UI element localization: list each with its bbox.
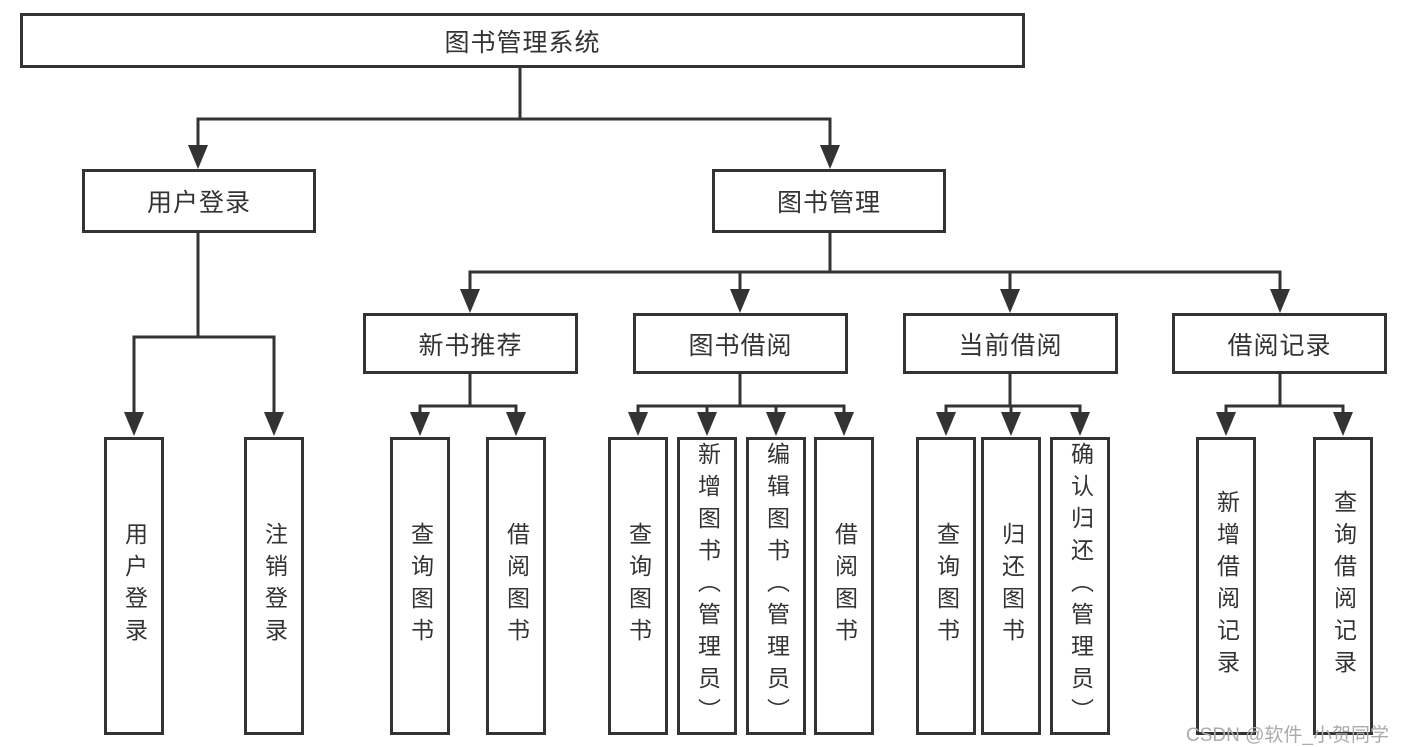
leaf-bb-edit-books-admin: 编辑图书（管理员）	[746, 437, 806, 735]
leaf-cb-return-books: 归还图书	[981, 437, 1041, 735]
node-current-borrow-label: 当前借阅	[958, 331, 1063, 360]
node-new-book-recommend: 新书推荐	[363, 313, 578, 374]
csdn-watermark: CSDN @软件_小贺同学	[1186, 725, 1389, 746]
node-borrow-records-label: 借阅记录	[1227, 331, 1332, 360]
leaf-nbr-query-books: 查询图书	[390, 437, 450, 735]
leaf-bb-edit-books-admin-label: 编辑图书（管理员）	[763, 442, 790, 730]
leaf-br-query-record-label: 查询借阅记录	[1330, 490, 1357, 682]
leaf-nbr-query-books-label: 查询图书	[407, 522, 434, 650]
leaf-user-login-label: 用户登录	[121, 522, 148, 650]
leaf-nbr-borrow-books-label: 借阅图书	[503, 522, 530, 650]
leaf-bb-query-books-label: 查询图书	[625, 522, 652, 650]
leaf-cb-confirm-return-admin: 确认归还（管理员）	[1050, 437, 1110, 735]
node-book-management-label: 图书管理	[776, 189, 881, 217]
node-book-management: 图书管理	[712, 169, 946, 233]
node-user-login-label: 用户登录	[146, 189, 251, 217]
leaf-logout: 注销登录	[244, 437, 304, 735]
leaf-cb-query-books-label: 查询图书	[933, 522, 960, 650]
node-root: 图书管理系统	[20, 13, 1025, 68]
node-book-borrow: 图书借阅	[633, 313, 848, 374]
leaf-br-add-record: 新增借阅记录	[1196, 437, 1256, 735]
leaf-logout-label: 注销登录	[261, 522, 288, 650]
leaf-br-query-record: 查询借阅记录	[1313, 437, 1373, 735]
leaf-cb-query-books: 查询图书	[916, 437, 976, 735]
leaf-bb-add-books-admin: 新增图书（管理员）	[677, 437, 737, 735]
node-borrow-records: 借阅记录	[1172, 313, 1387, 374]
node-root-label: 图书管理系统	[444, 28, 601, 57]
node-new-book-recommend-label: 新书推荐	[418, 331, 523, 360]
node-book-borrow-label: 图书借阅	[688, 331, 793, 360]
node-user-login: 用户登录	[82, 169, 316, 233]
node-current-borrow: 当前借阅	[903, 313, 1118, 374]
leaf-cb-return-books-label: 归还图书	[998, 522, 1025, 650]
leaf-bb-query-books: 查询图书	[608, 437, 668, 735]
leaf-cb-confirm-return-admin-label: 确认归还（管理员）	[1067, 442, 1094, 730]
leaf-br-add-record-label: 新增借阅记录	[1213, 490, 1240, 682]
leaf-user-login: 用户登录	[104, 437, 164, 735]
leaf-bb-borrow-books: 借阅图书	[814, 437, 874, 735]
leaf-bb-add-books-admin-label: 新增图书（管理员）	[694, 442, 721, 730]
leaf-bb-borrow-books-label: 借阅图书	[831, 522, 858, 650]
arrowheads	[124, 145, 1353, 436]
leaf-nbr-borrow-books: 借阅图书	[486, 437, 546, 735]
